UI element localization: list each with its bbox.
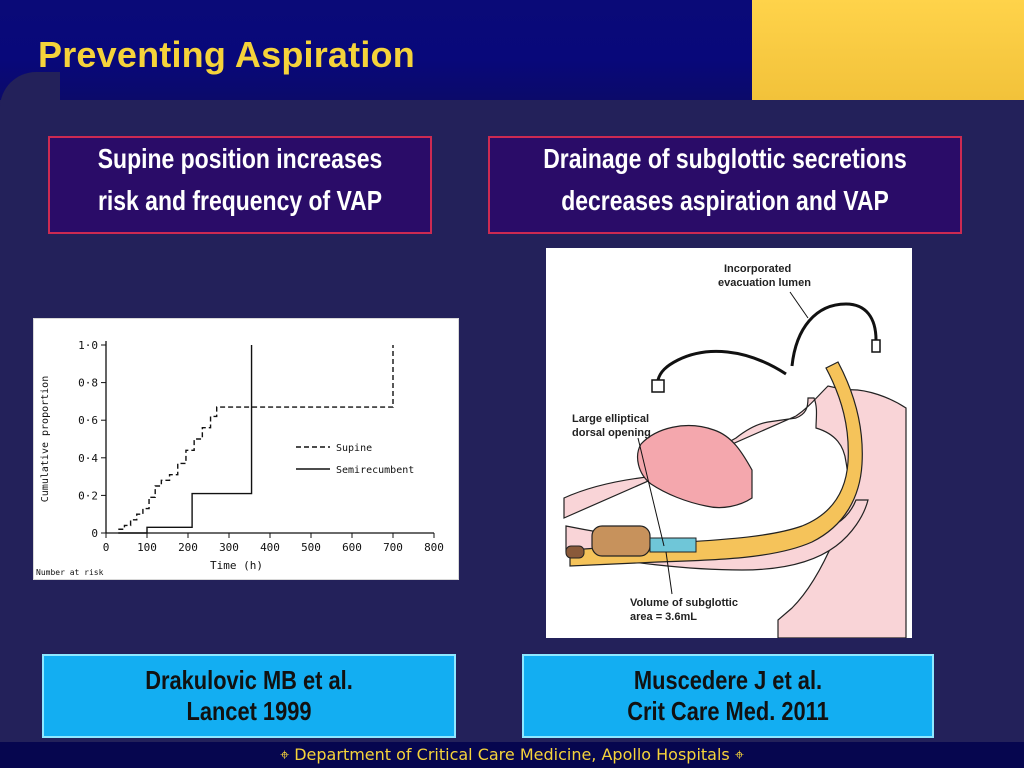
- label-incorporated: Incorporated: [724, 263, 791, 275]
- y-axis-label: Cumulative proportion: [40, 376, 51, 502]
- leader-opening: [637, 437, 665, 547]
- subglottic-space: [649, 537, 697, 553]
- x-axis-label: Time (h): [210, 559, 263, 572]
- endotracheal-tube-diagram: Incorporated evacuation lumen Large elli…: [546, 248, 912, 639]
- endotracheal-tube: [569, 361, 863, 567]
- callout-supine-line-1: Supine position increases: [97, 143, 383, 174]
- label-evacuation-lumen: evacuation lumen: [718, 277, 811, 289]
- y-tick-label: 1·0: [78, 339, 98, 352]
- y-tick-label: 0·8: [78, 377, 98, 390]
- evacuation-lumen: [790, 302, 878, 367]
- header-accent-bar: [752, 0, 1024, 100]
- x-tick-label: 0: [103, 541, 110, 554]
- evacuation-connector: [871, 339, 881, 353]
- legend-label-semirecumbent: Semirecumbent: [336, 465, 414, 476]
- slide-footer: ⌖ Department of Critical Care Medicine, …: [0, 742, 1024, 768]
- pilot-line: [656, 349, 787, 381]
- y-tick-label: 0·4: [78, 452, 98, 465]
- callout-supine: Supine position increases risk and frequ…: [48, 136, 432, 234]
- series-line-supine: [118, 345, 394, 530]
- callout-drainage-line-2: decreases aspiration and VAP: [561, 185, 889, 216]
- reference-drakulovic: Drakulovic MB et al. Lancet 1999: [42, 654, 456, 738]
- tube-tip: [565, 545, 585, 559]
- reference-muscedere-journal: Crit Care Med. 2011: [627, 696, 829, 726]
- y-tick-label: 0: [91, 527, 98, 540]
- slide-title: Preventing Aspiration: [38, 34, 415, 75]
- cumulative-proportion-chart: 0 100 200 300 400 500 600 700 800 0 0·2 0·4 0·6 0·8 1·…: [33, 318, 459, 580]
- x-tick-label: 400: [260, 541, 280, 554]
- reference-drakulovic-author: Drakulovic MB et al.: [145, 665, 353, 695]
- x-tick-label: 600: [342, 541, 362, 554]
- oral-cavity: [637, 424, 753, 509]
- callout-drainage-line-1: Drainage of subglottic secretions: [543, 143, 907, 174]
- x-tick-label: 100: [137, 541, 157, 554]
- reference-drakulovic-journal: Lancet 1999: [186, 696, 312, 726]
- header-curve: [0, 72, 1024, 140]
- label-large-elliptical: Large elliptical: [572, 413, 649, 425]
- leader-volume: [665, 551, 673, 595]
- y-tick-label: 0·6: [78, 414, 98, 427]
- x-tick-label: 500: [301, 541, 321, 554]
- x-tick-label: 200: [178, 541, 198, 554]
- x-tick-label: 300: [219, 541, 239, 554]
- label-area-volume: area = 3.6mL: [630, 611, 697, 623]
- y-tick-label: 0·2: [78, 489, 98, 502]
- callout-drainage: Drainage of subglottic secretions decrea…: [488, 136, 962, 234]
- series-line-semirecumbent: [118, 345, 253, 534]
- legend-label-supine: Supine: [336, 443, 372, 454]
- x-tick-label: 800: [424, 541, 444, 554]
- tube-cuff: [591, 525, 651, 557]
- diagram-svg: Incorporated evacuation lumen Large elli…: [563, 263, 907, 639]
- chart-svg: 0 100 200 300 400 500 600 700 800 0 0·2 0·4 0·6 0·8 1·…: [36, 339, 444, 577]
- reference-muscedere: Muscedere J et al. Crit Care Med. 2011: [522, 654, 934, 738]
- x-tick-label: 700: [383, 541, 403, 554]
- callout-supine-line-2: risk and frequency of VAP: [97, 185, 383, 216]
- label-dorsal-opening: dorsal opening: [572, 427, 651, 439]
- reference-muscedere-author: Muscedere J et al.: [633, 665, 823, 695]
- label-volume-subglottic: Volume of subglottic: [630, 597, 738, 609]
- pilot-connector: [651, 379, 665, 393]
- leader-evacuation: [789, 291, 809, 319]
- chart-footnote: Number at risk: [36, 568, 104, 577]
